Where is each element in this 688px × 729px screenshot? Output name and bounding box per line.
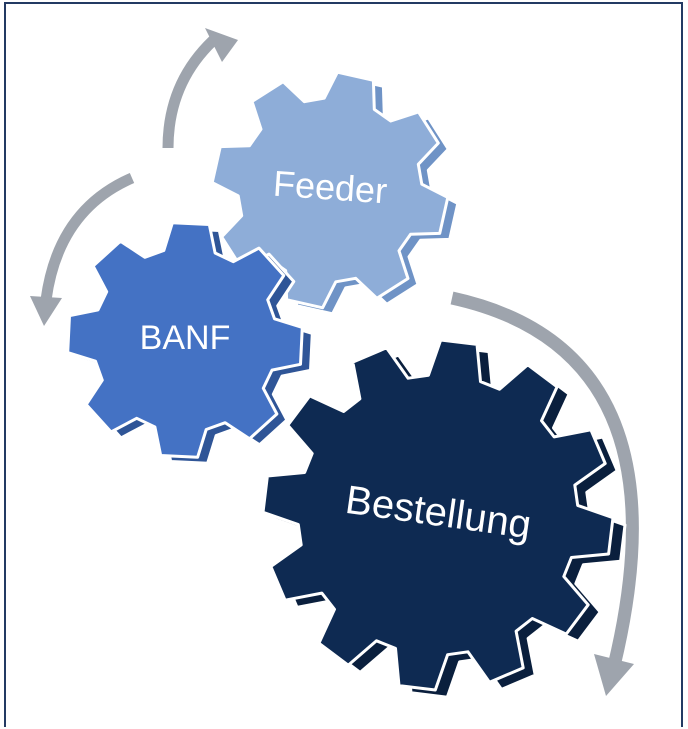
gear-feeder: Feeder bbox=[210, 70, 460, 316]
arrow-top-head bbox=[205, 28, 238, 62]
arrow-left-head bbox=[30, 296, 62, 326]
gear-bestellung: Bestellung bbox=[261, 338, 627, 699]
gear-banf-label: BANF bbox=[140, 319, 231, 357]
arrow-right bbox=[450, 291, 639, 668]
cycle-arrows bbox=[30, 28, 639, 696]
arrow-left bbox=[40, 172, 135, 301]
arrow-right-head bbox=[594, 654, 634, 696]
gear-feeder-face bbox=[210, 70, 450, 310]
gear-banf: BANF bbox=[66, 221, 314, 465]
arrow-top bbox=[162, 31, 222, 149]
gear-feeder-label: Feeder bbox=[272, 163, 389, 212]
gear-bestellung-face bbox=[261, 338, 615, 692]
gear-banf-face bbox=[66, 221, 304, 459]
